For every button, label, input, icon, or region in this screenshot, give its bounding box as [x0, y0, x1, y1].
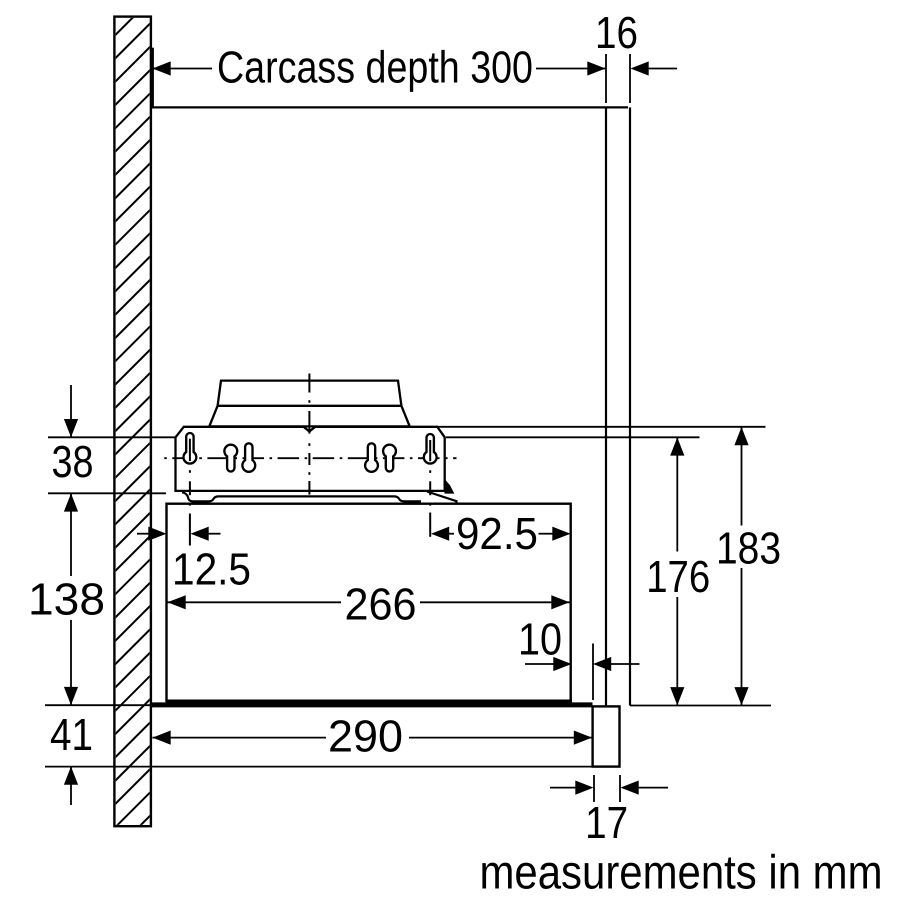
- svg-text:12.5: 12.5: [172, 544, 251, 595]
- svg-text:16: 16: [595, 7, 638, 58]
- svg-text:Carcass depth 300: Carcass depth 300: [217, 42, 533, 93]
- svg-text:17: 17: [585, 797, 628, 848]
- svg-text:266: 266: [345, 579, 417, 630]
- svg-text:92.5: 92.5: [456, 508, 538, 559]
- svg-text:176: 176: [646, 551, 710, 602]
- svg-text:290: 290: [328, 711, 403, 762]
- svg-text:41: 41: [50, 709, 93, 760]
- svg-text:10: 10: [518, 613, 562, 664]
- svg-text:measurements in mm: measurements in mm: [480, 847, 883, 900]
- svg-text:183: 183: [716, 522, 781, 573]
- svg-text:138: 138: [28, 574, 105, 625]
- svg-text:38: 38: [52, 436, 94, 487]
